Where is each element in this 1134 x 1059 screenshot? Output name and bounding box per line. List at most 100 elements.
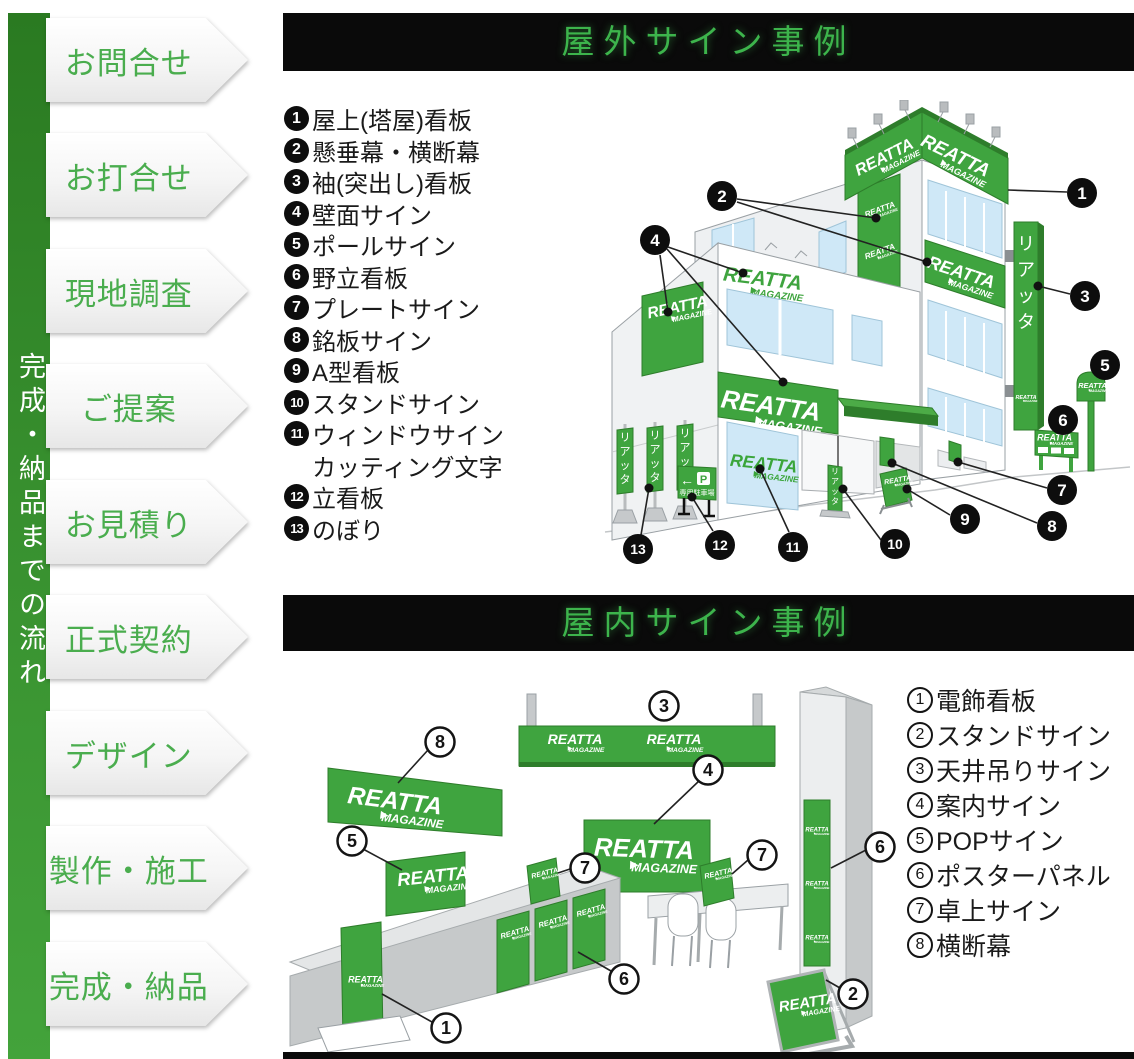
sidebar-step-label: お問合せ [46,18,248,102]
legend-number: 1 [907,686,933,713]
legend-number: 5 [907,826,933,853]
legend-item: カッティング文字 [284,450,504,482]
legend-label: プレートサイン [312,297,480,325]
svg-text:10: 10 [887,536,903,552]
stand-sign: リアッタ [819,464,851,519]
svg-text:8: 8 [1047,517,1056,536]
legend-label: 壁面サイン [312,202,432,230]
svg-text:2: 2 [717,187,726,206]
sidebar-step-meeting[interactable]: お打合せ [46,133,248,217]
svg-text:5: 5 [347,831,357,851]
svg-text:12: 12 [712,537,728,553]
legend-label: 立看板 [312,486,384,514]
legend-number: 5 [284,232,309,258]
flow-sidebar-bar [8,13,50,1059]
outdoor-callout-bubbles: 1 2 3 4 5 6 7 8 9 10 11 12 13 [623,178,1120,564]
sidebar-step-design[interactable]: デザイン [46,711,248,795]
legend-number: 2 [284,137,309,163]
pop-sign [385,851,475,917]
legend-number: 12 [284,484,309,510]
projecting-sign: リアッタ [1005,221,1044,431]
parking-p-icon: P [700,474,707,486]
sidebar-step-label: 製作・施工 [46,826,248,910]
tabletop-sign-table [699,857,736,907]
svg-text:8: 8 [435,732,445,752]
sidebar-step-label: 正式契約 [46,595,248,679]
outdoor-section-header: 屋外サイン事例 [283,13,1134,71]
svg-text:11: 11 [786,539,801,555]
outdoor-callout-lines [640,189,1071,541]
legend-number: 6 [284,263,309,289]
legend-number: 1 [284,106,309,132]
indoor-section-title: 屋内サイン事例 [561,604,856,641]
sidebar-step-proposal[interactable]: ご提案 [46,364,248,448]
sidebar-step-estimate[interactable]: お見積り [46,480,248,564]
parking-label: 専用駐車場 [680,488,715,497]
parking-arrow-icon: ← [680,472,694,488]
legend-number: 6 [907,861,933,888]
indoor-section-header: 屋内サイン事例 [283,595,1134,651]
entrance-doors [801,429,875,495]
fascia-sign [717,371,839,439]
sidebar-step-production[interactable]: 製作・施工 [46,826,248,910]
legend-label: カッティング文字 [312,454,503,482]
sidebar-step-delivery[interactable]: 完成・納品 [46,942,248,1026]
sidebar-step-inquiry[interactable]: お問合せ [46,18,248,102]
svg-text:6: 6 [1058,411,1067,430]
sidebar-step-label: お打合せ [46,133,248,217]
svg-text:6: 6 [619,969,629,989]
legend-number: 2 [907,721,933,748]
legend-label: スタンドサイン [312,391,480,419]
legend-label: 電飾看板 [936,687,1037,716]
svg-text:3: 3 [659,696,669,716]
flag-text: リアッタ [620,432,631,486]
sidebar-step-contract[interactable]: 正式契約 [46,595,248,679]
legend-label: A型看板 [312,360,401,388]
svg-text:7: 7 [580,858,590,878]
legend-label: POPサイン [936,827,1064,856]
pole-sign [1076,371,1109,472]
legend-label: スタンドサイン [936,722,1112,751]
banner-sign [327,767,503,837]
ceiling-hung-sign [518,693,776,767]
svg-text:7: 7 [1057,481,1066,500]
flag-text: リアッタ [650,430,661,484]
parking-signboard: ← P 専用駐車場 [677,465,717,518]
legend-label: 袖(突出し)看板 [312,171,472,199]
svg-text:3: 3 [1080,287,1089,306]
legend-number: 10 [284,389,309,415]
legend-label: 天井吊りサイン [936,757,1112,786]
legend-number: 3 [284,169,309,195]
indoor-scene-illustration: 1 2 3 4 5 6 6 7 7 8 [283,660,1134,1052]
legend-label: のぼり [312,517,384,545]
svg-text:6: 6 [875,837,885,857]
chairs [667,893,737,969]
legend-label: 懸垂幕・横断幕 [312,139,480,167]
sidebar-step-label: 現地調査 [46,249,248,333]
sidebar-step-survey[interactable]: 現地調査 [46,249,248,333]
legend-number: 4 [284,200,309,226]
legend-label: 案内サイン [936,792,1062,821]
entrance-canopy [836,397,940,426]
svg-text:4: 4 [650,231,660,250]
svg-text:5: 5 [1100,356,1109,375]
sidebar-step-label: お見積り [46,480,248,564]
outdoor-building-illustration: REATTA MAGAZINE [560,100,1134,582]
legend-number: 4 [907,791,933,818]
svg-text:1: 1 [441,1018,451,1038]
